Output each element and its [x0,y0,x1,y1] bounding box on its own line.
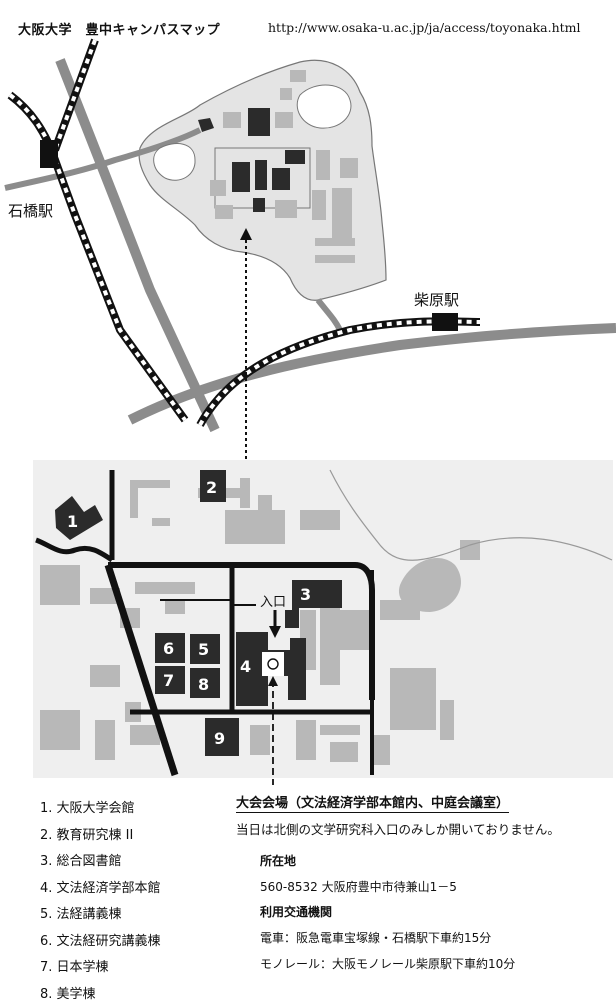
transport-monorail: モノレール：大阪モノレール柴原駅下車約10分 [260,955,515,972]
transport-heading: 利用交通機関 [260,903,332,920]
legend-item: 3. 総合図書館 [40,849,161,876]
station-label-ishibashi: 石橋駅 [8,202,53,220]
courtyard [262,652,284,676]
building-number-9: 9 [214,729,225,748]
legend-item: 8. 美学棟 [40,982,161,1008]
building-number-4: 4 [240,657,251,676]
address-heading: 所在地 [260,852,296,869]
legend-item: 6. 文法経研究講義棟 [40,929,161,956]
legend-item: 2. 教育研究棟 II [40,823,161,850]
road-east [318,300,340,330]
station-label-shibahara: 柴原駅 [414,291,459,309]
shibahara-station-icon [432,313,458,331]
overview-map: 石橋駅 柴原駅 [5,40,616,460]
venue-note: 当日は北側の文学研究科入口のみしか開いておりません。 [236,819,560,838]
building-number-2: 2 [206,478,217,497]
legend-item: 4. 文法経済学部本館 [40,876,161,903]
ishibashi-station-icon [40,140,58,168]
campus-map: 石橋駅 柴原駅 [0,0,616,790]
detail-map: 入口 1 2 3 4 5 6 7 8 9 [33,460,613,785]
transport-train: 電車：阪急電車宝塚線・石橋駅下車約15分 [260,929,491,946]
building-number-8: 8 [198,675,209,694]
legend-item: 7. 日本学棟 [40,955,161,982]
building-number-1: 1 [67,512,78,531]
venue-title: 大会会場（文法経済学部本館内、中庭会議室） [236,792,509,813]
entrance-label: 入口 [260,595,286,610]
legend-item: 1. 大阪大学会館 [40,796,161,823]
address-text: 560-8532 大阪府豊中市待兼山1－5 [260,878,457,895]
legend-item: 5. 法経講義棟 [40,902,161,929]
building-legend: 1. 大阪大学会館 2. 教育研究棟 II 3. 総合図書館 4. 文法経済学部… [40,796,161,1008]
building-number-7: 7 [163,671,174,690]
sports-field [297,85,351,128]
building-number-6: 6 [163,639,174,658]
building-number-5: 5 [198,640,209,659]
building-number-3: 3 [300,585,311,604]
